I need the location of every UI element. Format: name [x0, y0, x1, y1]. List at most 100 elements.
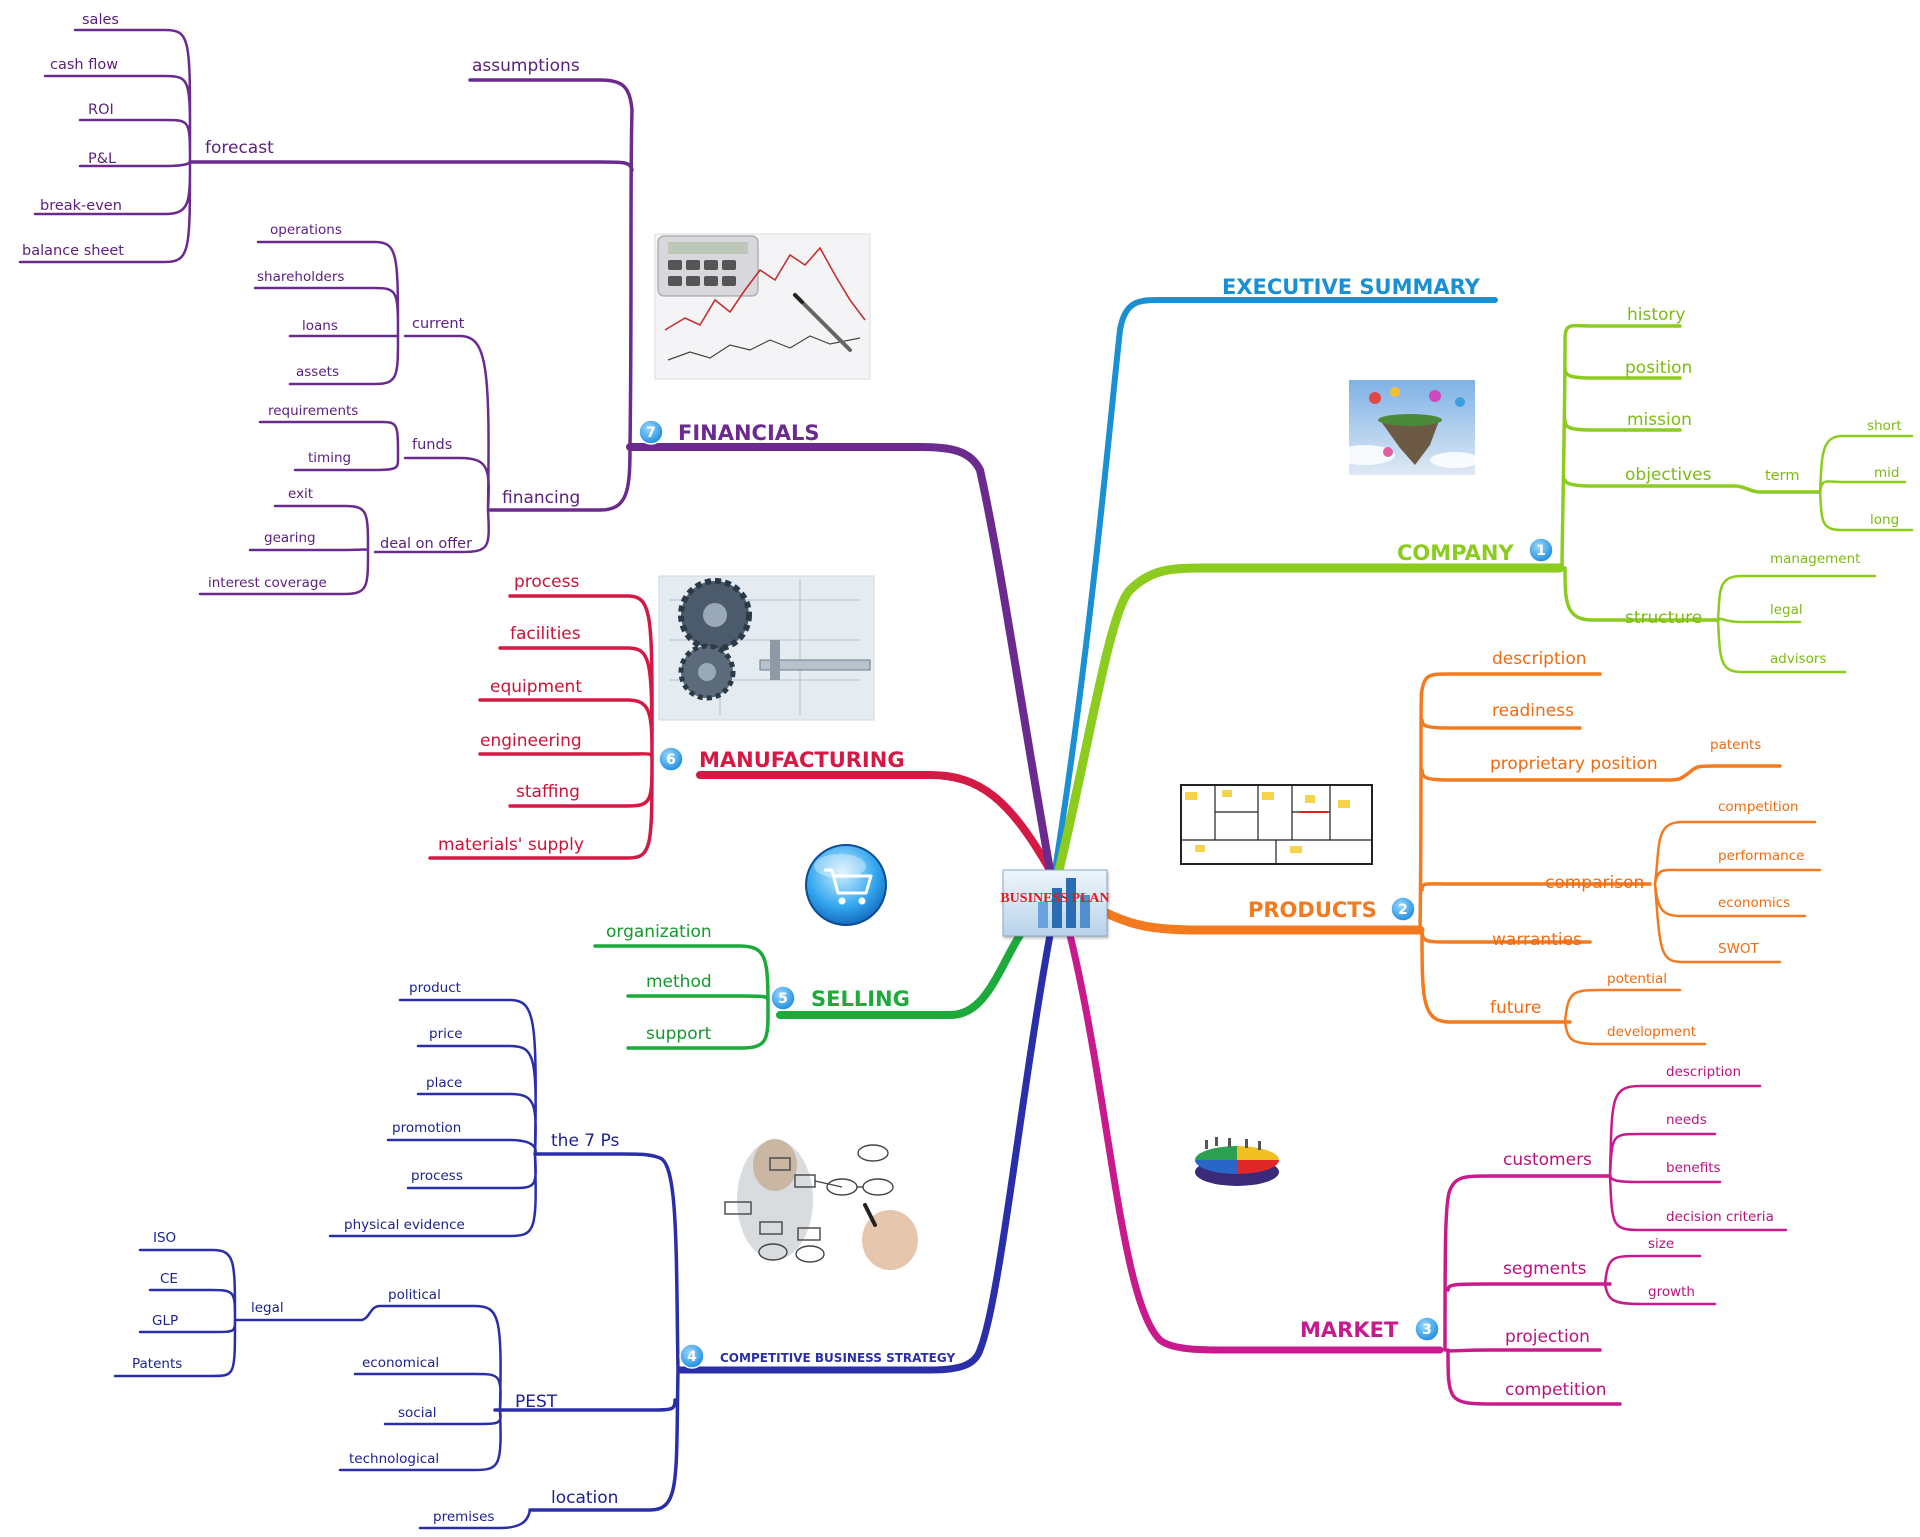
products-item-readiness[interactable]: readiness — [1492, 701, 1574, 721]
products-item-future[interactable]: future — [1490, 998, 1541, 1018]
company-term-short[interactable]: short — [1867, 418, 1902, 434]
financials-item-forecast[interactable]: forecast — [205, 138, 274, 158]
company-structure-legal[interactable]: legal — [1770, 602, 1803, 618]
financials-current-loans[interactable]: loans — [302, 318, 338, 334]
strategy-7ps-promotion[interactable]: promotion — [392, 1120, 461, 1136]
strategy-7ps-product[interactable]: product — [409, 980, 461, 996]
strategy-pest-technological[interactable]: technological — [349, 1451, 439, 1467]
financials-forecast-cash-flow[interactable]: cash flow — [50, 57, 118, 73]
financials-deal-gearing[interactable]: gearing — [264, 530, 316, 546]
financials-deal-exit[interactable]: exit — [288, 486, 313, 502]
market-segments-growth[interactable]: growth — [1648, 1284, 1695, 1300]
financials-item-financing[interactable]: financing — [502, 488, 580, 508]
selling-item-support[interactable]: support — [646, 1024, 712, 1044]
financials-funds-requirements[interactable]: requirements — [268, 403, 358, 419]
financials-funds-timing[interactable]: timing — [308, 450, 351, 466]
company-item-history[interactable]: history — [1627, 305, 1685, 325]
branch-line-manufacturing — [696, 771, 1054, 874]
financials-forecast-roi[interactable]: ROI — [88, 102, 114, 118]
branch-manufacturing[interactable] — [428, 594, 654, 860]
products-item-description[interactable]: description — [1492, 649, 1587, 669]
branch-products[interactable] — [1418, 672, 1822, 1046]
products-comparison-economics[interactable]: economics — [1718, 895, 1790, 911]
manufacturing-item-materials-supply[interactable]: materials' supply — [438, 835, 584, 855]
company-structure-management[interactable]: management — [1770, 551, 1860, 567]
strategy-7ps-price[interactable]: price — [429, 1026, 463, 1042]
financials-financing-deal-on-offer[interactable]: deal on offer — [380, 536, 472, 552]
branch-market[interactable] — [1443, 1084, 1788, 1406]
products-comparison-performance[interactable]: performance — [1718, 848, 1804, 864]
market-customers-description[interactable]: description — [1666, 1064, 1741, 1080]
market-segments-size[interactable]: size — [1648, 1236, 1674, 1252]
strategy-7ps-physical-evidence[interactable]: physical evidence — [344, 1217, 465, 1233]
center-node[interactable]: BUSINESS PLAN — [1000, 869, 1110, 937]
financials-number: 7 — [646, 425, 656, 441]
strategy-item-pest[interactable]: PEST — [515, 1392, 558, 1412]
company-term-mid[interactable]: mid — [1874, 465, 1899, 481]
market-item-projection[interactable]: projection — [1505, 1327, 1590, 1347]
manufacturing-item-staffing[interactable]: staffing — [516, 782, 580, 802]
market-customers-needs[interactable]: needs — [1666, 1112, 1707, 1128]
branch-selling[interactable] — [593, 944, 770, 1050]
products-item-proprietary-position[interactable]: proprietary position — [1490, 754, 1658, 774]
branch-executive-summary[interactable]: EXECUTIVE SUMMARY — [1222, 275, 1481, 299]
branch-strategy[interactable] — [113, 998, 680, 1530]
company-item-objectives[interactable]: objectives — [1625, 465, 1712, 485]
financials-current-operations[interactable]: operations — [270, 222, 342, 238]
market-customers-decision-criteria[interactable]: decision criteria — [1666, 1209, 1774, 1225]
products-future-potential[interactable]: potential — [1607, 971, 1667, 987]
financials-current-shareholders[interactable]: shareholders — [257, 269, 344, 285]
financials-financing-funds[interactable]: funds — [412, 437, 452, 453]
strategy-pest-economical[interactable]: economical — [362, 1355, 439, 1371]
financials-forecast-sales[interactable]: sales — [82, 12, 119, 28]
financials-forecast-balance-sheet[interactable]: balance sheet — [22, 243, 124, 259]
market-item-segments[interactable]: segments — [1503, 1259, 1587, 1279]
products-future-development[interactable]: development — [1607, 1024, 1696, 1040]
branch-company[interactable] — [1560, 323, 1914, 674]
strategy-legal-glp[interactable]: GLP — [152, 1313, 178, 1329]
company-item-mission[interactable]: mission — [1627, 410, 1692, 430]
company-item-position[interactable]: position — [1625, 358, 1692, 378]
manufacturing-item-facilities[interactable]: facilities — [510, 624, 581, 644]
products-item-comparison[interactable]: comparison — [1545, 873, 1644, 893]
market-customers-connector — [1608, 1084, 1788, 1232]
strategy-legal-ce[interactable]: CE — [160, 1271, 178, 1287]
financials-forecast-pl[interactable]: P&L — [88, 151, 116, 167]
financials-financing-current[interactable]: current — [412, 316, 465, 332]
strategy-7ps-place[interactable]: place — [426, 1075, 462, 1091]
strategy-pest-political[interactable]: political — [388, 1287, 441, 1303]
manufacturing-item-process[interactable]: process — [514, 572, 579, 592]
company-item-structure[interactable]: structure — [1625, 608, 1702, 628]
financials-forecast-break-even[interactable]: break-even — [40, 198, 122, 214]
company-structure-advisors[interactable]: advisors — [1770, 651, 1826, 667]
strategy-legal-patents[interactable]: Patents — [132, 1356, 182, 1372]
financials-item-assumptions[interactable]: assumptions — [472, 56, 580, 76]
strategy-legal-iso[interactable]: ISO — [153, 1230, 176, 1246]
strategy-political-legal[interactable]: legal — [251, 1300, 284, 1316]
financials-deal-interest-coverage[interactable]: interest coverage — [208, 575, 327, 591]
market-item-competition[interactable]: competition — [1505, 1380, 1607, 1400]
selling-item-organization[interactable]: organization — [606, 922, 712, 942]
strategy-number: 4 — [687, 1349, 697, 1365]
company-objectives-term[interactable]: term — [1765, 468, 1799, 484]
strategy-title: COMPETITIVE BUSINESS STRATEGY — [720, 1351, 955, 1365]
market-item-customers[interactable]: customers — [1503, 1150, 1592, 1170]
selling-item-method[interactable]: method — [646, 972, 712, 992]
products-item-warranties[interactable]: warranties — [1492, 930, 1582, 950]
products-comparison-competition[interactable]: competition — [1718, 799, 1799, 815]
strategy-pest-social[interactable]: social — [398, 1405, 437, 1421]
strategy-item-7ps[interactable]: the 7 Ps — [551, 1131, 619, 1151]
products-proprietary-patents[interactable]: patents — [1710, 737, 1761, 753]
strategy-7ps-process[interactable]: process — [411, 1168, 463, 1184]
company-term-long[interactable]: long — [1870, 512, 1899, 528]
manufacturing-item-equipment[interactable]: equipment — [490, 677, 582, 697]
financials-current-assets[interactable]: assets — [296, 364, 339, 380]
branch-financials[interactable] — [18, 28, 634, 596]
manufacturing-item-engineering[interactable]: engineering — [480, 731, 582, 751]
finance-chart-image — [654, 233, 871, 380]
strategy-location-premises[interactable]: premises — [433, 1509, 494, 1525]
products-comparison-swot[interactable]: SWOT — [1718, 941, 1760, 957]
market-labels: MARKET customers description needs benef… — [1300, 1064, 1774, 1400]
strategy-item-location[interactable]: location — [551, 1488, 618, 1508]
market-customers-benefits[interactable]: benefits — [1666, 1160, 1721, 1176]
